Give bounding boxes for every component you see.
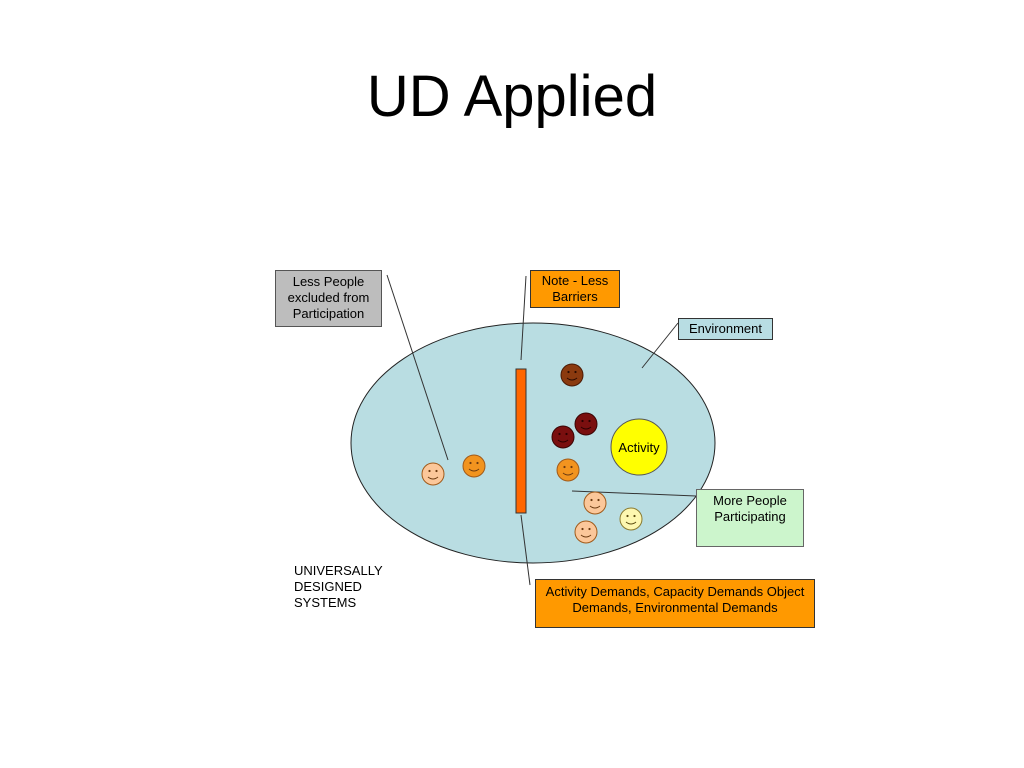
callout-note-barriers: Note - Less Barriers — [530, 270, 620, 308]
smiley-face-icon — [574, 412, 598, 436]
connector-note-barriers — [520, 275, 527, 361]
callout-more-people: More People Participating — [696, 489, 804, 547]
smiley-face-icon — [574, 520, 598, 544]
systems-label: UNIVERSALLY DESIGNED SYSTEMS — [294, 563, 383, 610]
callout-less-people: Less People excluded from Participation — [275, 270, 382, 327]
callout-demands: Activity Demands, Capacity Demands Objec… — [535, 579, 815, 628]
connector-demands — [520, 514, 531, 586]
environment-ellipse — [350, 322, 716, 564]
slide-title: UD Applied — [366, 64, 658, 129]
smiley-face-icon — [560, 363, 584, 387]
smiley-face-icon — [619, 507, 643, 531]
barrier-bar — [515, 368, 527, 514]
connector-less-people — [386, 274, 449, 461]
callout-environment: Environment — [678, 318, 773, 340]
smiley-face-icon — [551, 425, 575, 449]
activity-label: Activity — [618, 440, 660, 455]
smiley-face-icon — [583, 491, 607, 515]
connector-environment — [641, 322, 679, 369]
smiley-face-icon — [462, 454, 486, 478]
activity-circle — [610, 418, 668, 476]
smiley-face-icon — [421, 462, 445, 486]
smiley-face-icon — [556, 458, 580, 482]
